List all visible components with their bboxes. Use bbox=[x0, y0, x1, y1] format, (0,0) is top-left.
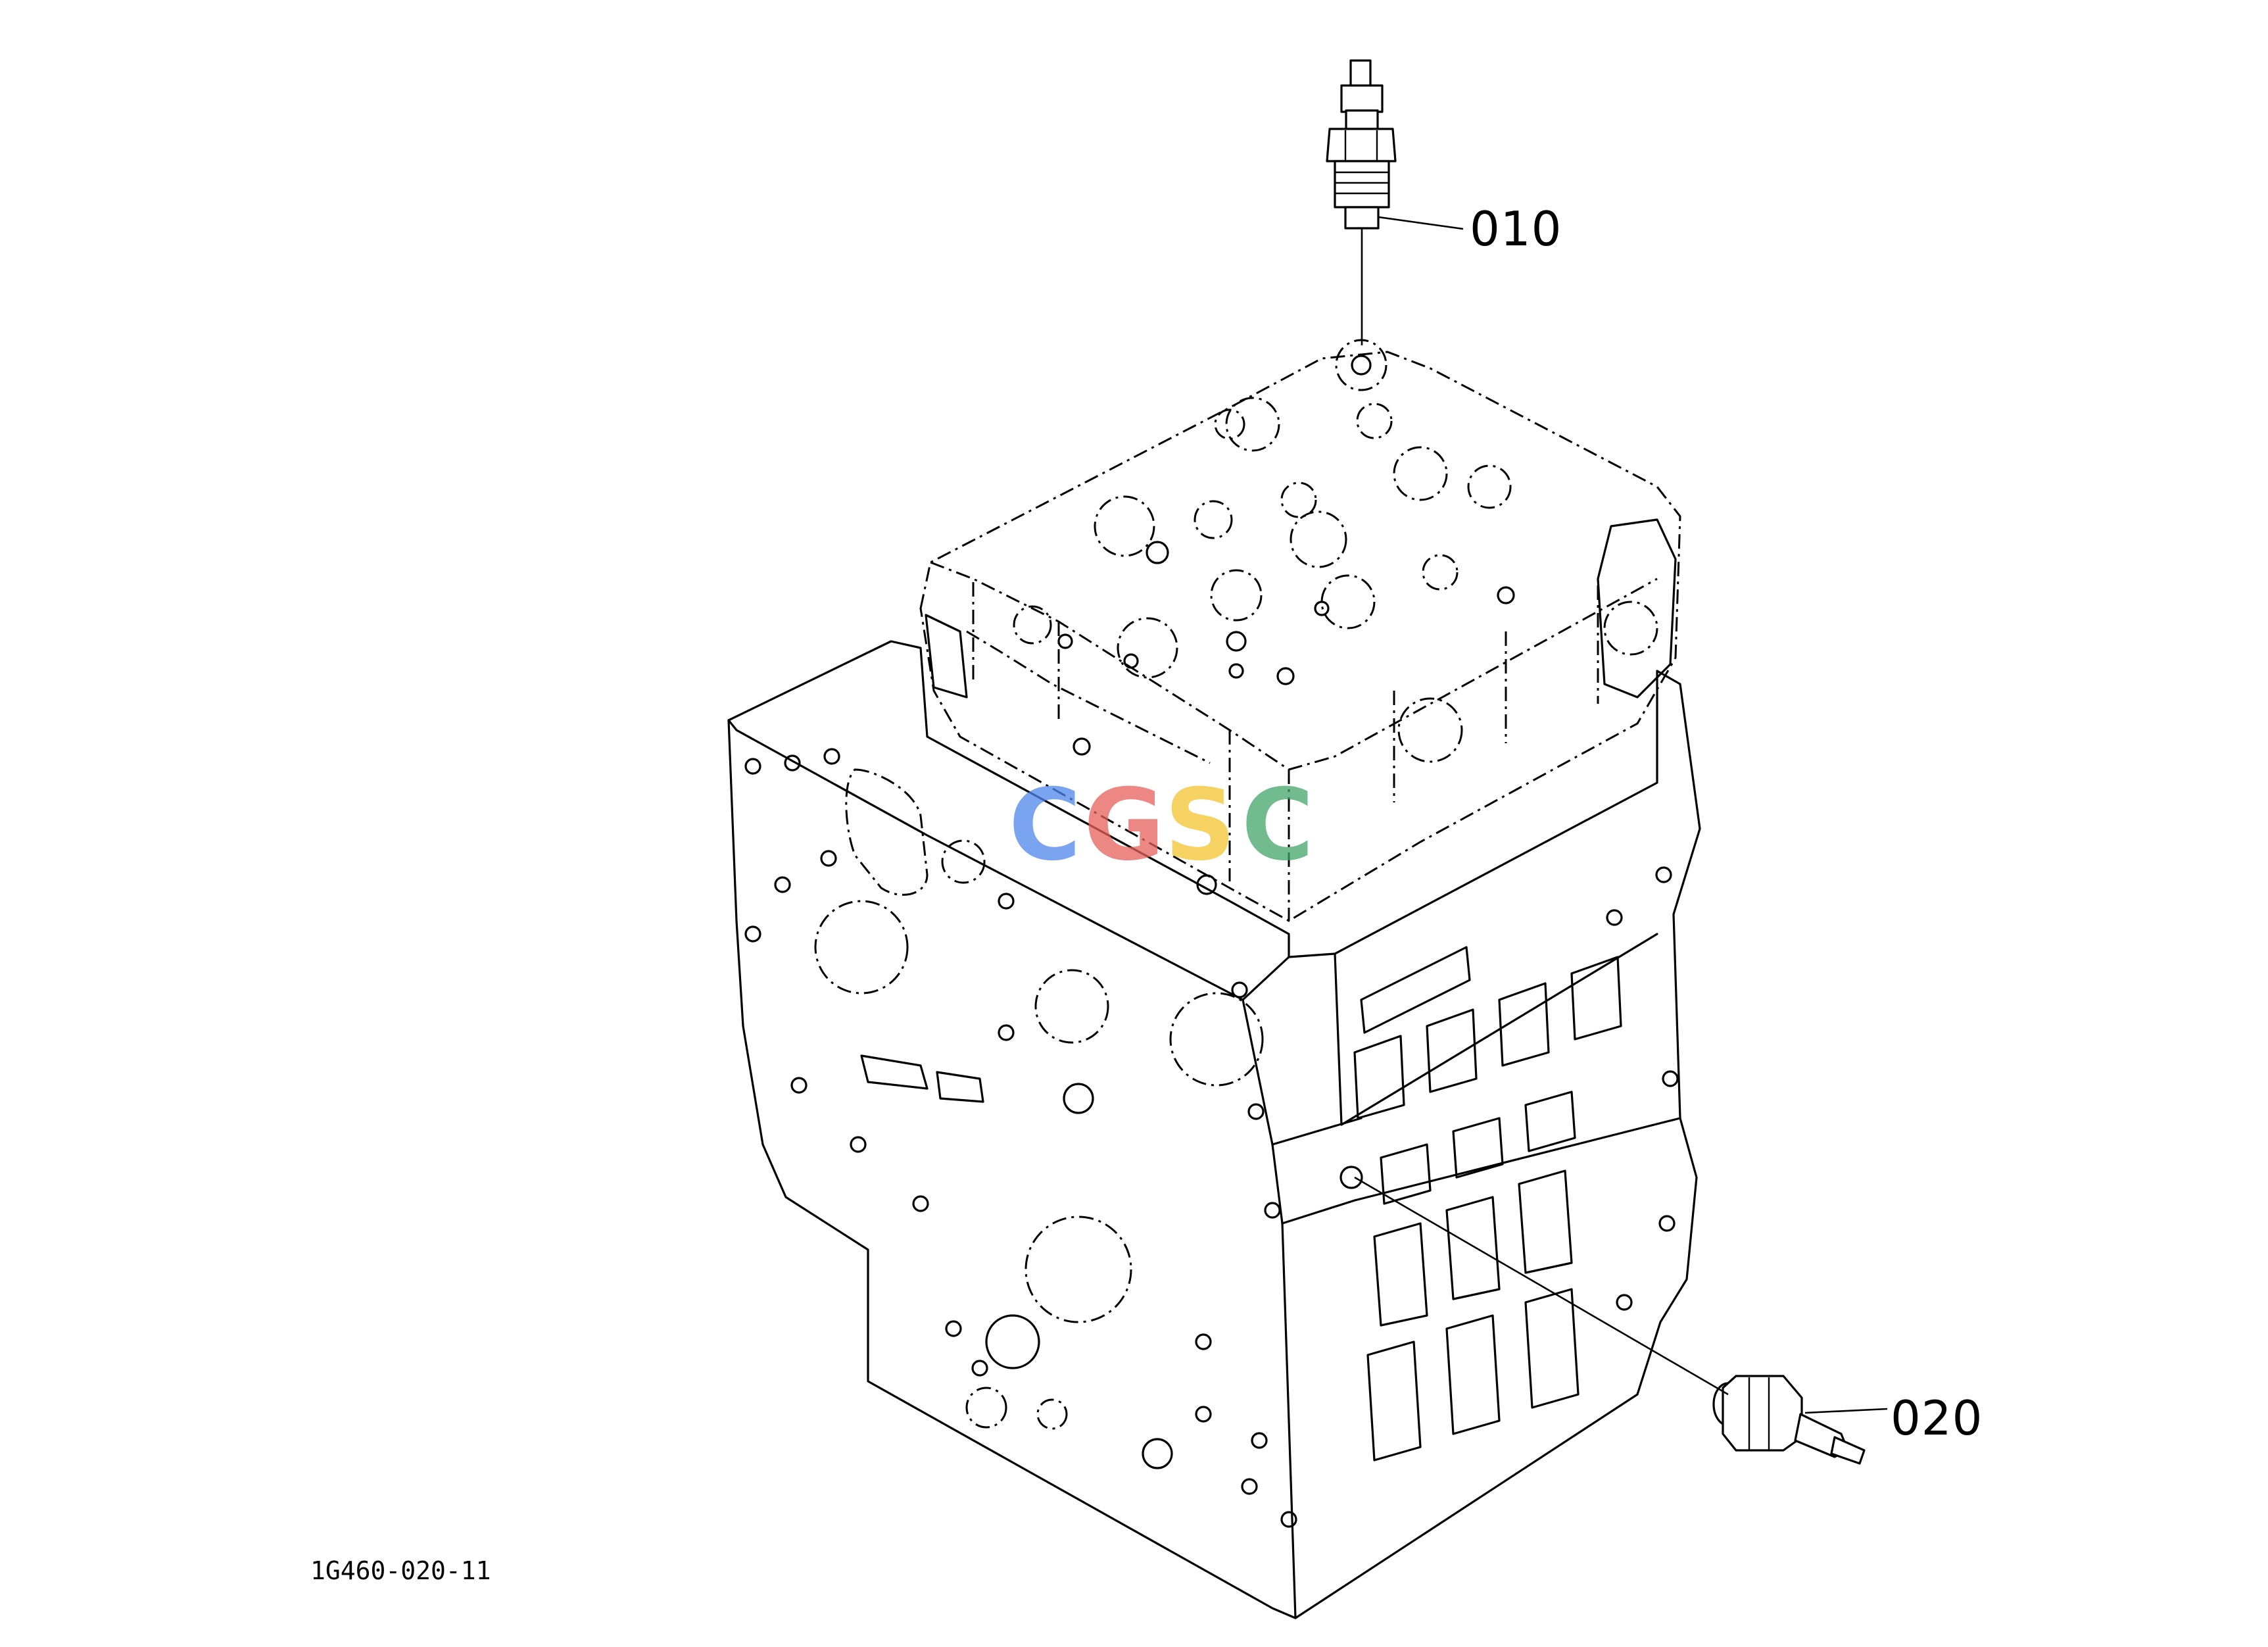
watermark-letter: C bbox=[1008, 768, 1082, 883]
leader-line-020 bbox=[1354, 1176, 1888, 1414]
callout-020-label: 020 bbox=[1891, 1390, 1983, 1446]
watermark-letter: C bbox=[1241, 768, 1315, 883]
part-020-switch[interactable] bbox=[1712, 1375, 1866, 1465]
watermark-letter: S bbox=[1164, 768, 1236, 883]
leader-line-010 bbox=[1361, 216, 1464, 345]
drawing-reference-code: 1G460-020-11 bbox=[310, 1556, 491, 1585]
part-010-sensor[interactable] bbox=[1326, 59, 1397, 230]
cylinder-head bbox=[919, 339, 1681, 922]
watermark-letter: G bbox=[1084, 768, 1165, 883]
cylinder-block bbox=[727, 640, 1701, 1619]
head-gasket-outline bbox=[925, 518, 1677, 699]
callout-010-label: 010 bbox=[1470, 201, 1562, 257]
watermark-logo: C G S C bbox=[1006, 776, 1316, 875]
